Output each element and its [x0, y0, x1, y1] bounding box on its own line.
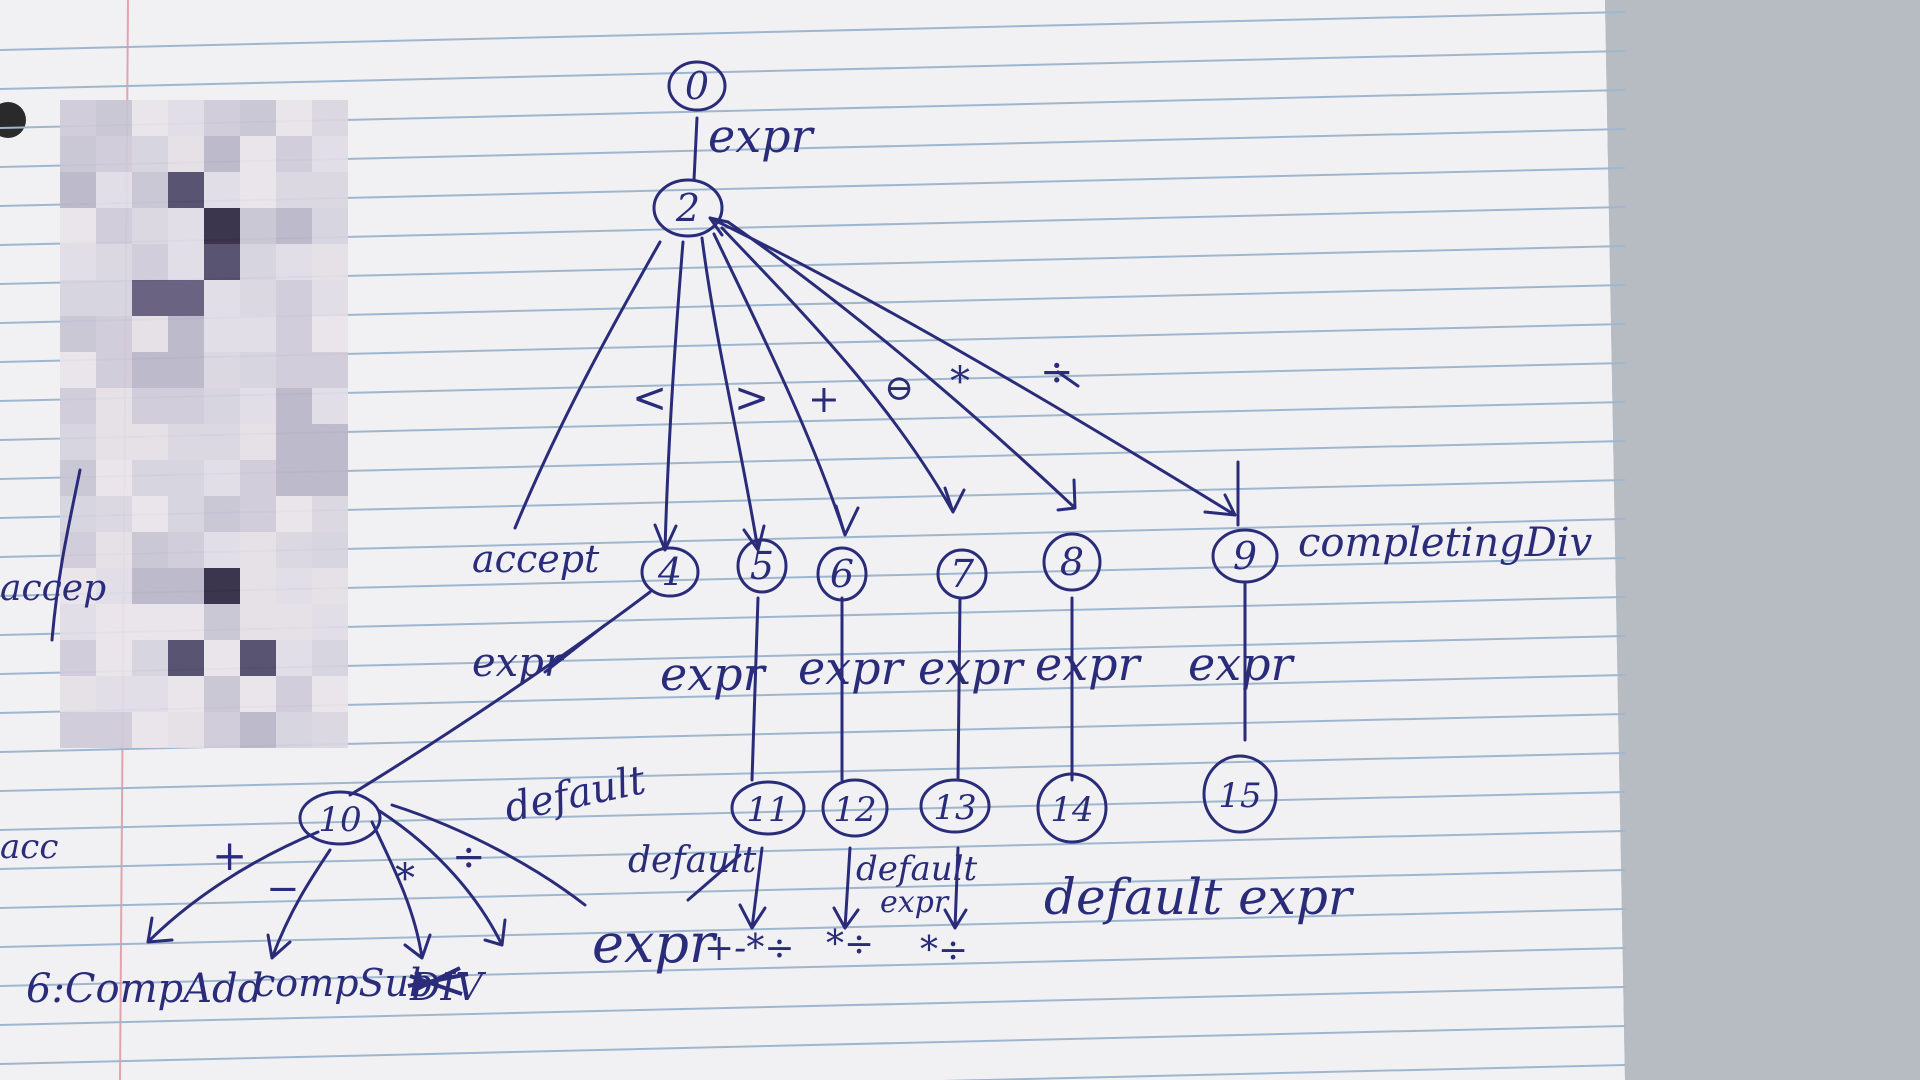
state-node-7: 7 — [936, 548, 988, 600]
state-node-circle — [667, 60, 727, 112]
label-branch-plus: + — [212, 831, 247, 880]
state-node-9: 9 — [1211, 528, 1279, 584]
label-expr-9-15: expr — [1188, 637, 1296, 691]
state-node-6: 6 — [816, 546, 868, 602]
state-node-circle — [1036, 772, 1108, 844]
label-expr-0-2: expr — [708, 109, 816, 163]
state-node-8: 8 — [1042, 532, 1102, 592]
state-node-label: 12 — [833, 790, 876, 830]
label-compadd: 6:CompAdd — [26, 966, 263, 1012]
label-mul: * — [950, 359, 970, 405]
edge-11-default — [738, 846, 767, 930]
state-node-4: 4 — [640, 546, 700, 598]
state-node-label: 11 — [746, 790, 789, 830]
label-default-expr-15: default expr — [1044, 868, 1355, 926]
edge-2-7 — [720, 226, 966, 514]
label-expr-5-11: expr — [660, 647, 768, 701]
edge-7-13 — [956, 596, 962, 782]
label-branch-div: ÷ — [452, 834, 486, 880]
state-node-circle — [652, 178, 724, 238]
label-expr-bottom: expr — [592, 912, 718, 975]
edge-10-default — [390, 803, 587, 907]
label-acc-margin: acc — [0, 827, 58, 867]
state-node-label: 8 — [1060, 540, 1084, 584]
state-node-circle — [936, 548, 988, 600]
label-branch-mul: * — [395, 856, 415, 902]
strike-div-9 — [1056, 370, 1080, 388]
label-div: ÷ — [1040, 349, 1074, 395]
edge-10-compsub — [266, 848, 332, 960]
state-node-14: 14 — [1036, 772, 1108, 844]
edge-2-5 — [700, 236, 766, 552]
edge-10-compdiv — [376, 808, 507, 947]
margin-line — [50, 468, 82, 642]
strike-default-11 — [686, 853, 742, 902]
state-node-label: 5 — [750, 544, 774, 588]
state-node-label: 0 — [685, 64, 709, 108]
label-accept: accept — [472, 537, 600, 581]
state-node-label: 14 — [1050, 790, 1093, 830]
edge-4-10 — [348, 590, 652, 797]
label-lt: < — [632, 373, 667, 422]
state-node-13: 13 — [919, 778, 991, 834]
state-node-label: 4 — [657, 550, 682, 594]
label-completing-div: completingDiv — [1298, 520, 1593, 566]
label-expr-6-12: expr — [798, 641, 906, 695]
edge-2-accept — [513, 240, 662, 530]
label-ops-13: *÷ — [920, 930, 968, 971]
state-node-circle — [919, 778, 991, 834]
state-node-2: 2 — [652, 178, 724, 238]
state-node-circle — [736, 538, 788, 594]
state-node-circle — [1202, 754, 1278, 834]
state-node-circle — [1211, 528, 1279, 584]
label-expr-4-10: expr — [472, 640, 566, 686]
label-expr-12: expr — [880, 885, 950, 920]
state-node-label: 2 — [675, 186, 700, 230]
label-minus: ⊖ — [884, 368, 914, 409]
edge-2-9 — [708, 216, 1237, 517]
edge-10-compmul — [370, 820, 432, 960]
label-default-11: default — [628, 840, 757, 881]
edge-2-6 — [712, 232, 860, 537]
label-default-12: default — [856, 849, 978, 889]
state-node-circle — [816, 546, 868, 602]
label-plus: + — [808, 377, 840, 421]
state-node-label: 6 — [830, 552, 854, 596]
state-node-circle — [640, 546, 700, 598]
edge-12-default — [832, 846, 860, 930]
state-node-circle — [730, 780, 806, 836]
label-branch-minus: − — [266, 866, 300, 912]
state-node-circle — [298, 790, 382, 846]
state-node-label: 15 — [1218, 776, 1261, 816]
label-ops-12: *÷ — [826, 924, 874, 965]
scribble-compdiv — [407, 966, 469, 996]
label-gt: > — [734, 373, 769, 422]
state-node-10: 10 — [298, 790, 382, 846]
pixelated-redaction — [60, 100, 348, 748]
label-compsub: compSub — [254, 961, 433, 1005]
state-node-circle — [1042, 532, 1102, 592]
edge-0-2 — [692, 116, 699, 182]
state-node-12: 12 — [821, 778, 889, 838]
edge-10-compadd — [146, 830, 320, 944]
state-node-label: 7 — [950, 552, 975, 596]
state-node-15: 15 — [1202, 754, 1278, 834]
state-node-label: 9 — [1233, 534, 1257, 578]
state-node-circle — [821, 778, 889, 838]
state-node-0: 0 — [667, 60, 727, 112]
label-expr-7-13: expr — [918, 641, 1026, 695]
edge-2-4 — [653, 240, 685, 552]
label-ops-11: +-*÷ — [704, 928, 795, 969]
state-node-11: 11 — [730, 780, 806, 836]
label-accept-margin: accep — [0, 568, 106, 609]
strike-expr-4 — [543, 623, 607, 674]
edge-13-default — [943, 846, 968, 930]
state-node-label: 10 — [318, 800, 361, 840]
edge-2-8 — [726, 220, 1077, 512]
state-node-label: 13 — [933, 788, 976, 828]
label-expr-8-14: expr — [1035, 637, 1143, 691]
edge-5-11 — [750, 596, 760, 782]
state-node-5: 5 — [736, 538, 788, 594]
